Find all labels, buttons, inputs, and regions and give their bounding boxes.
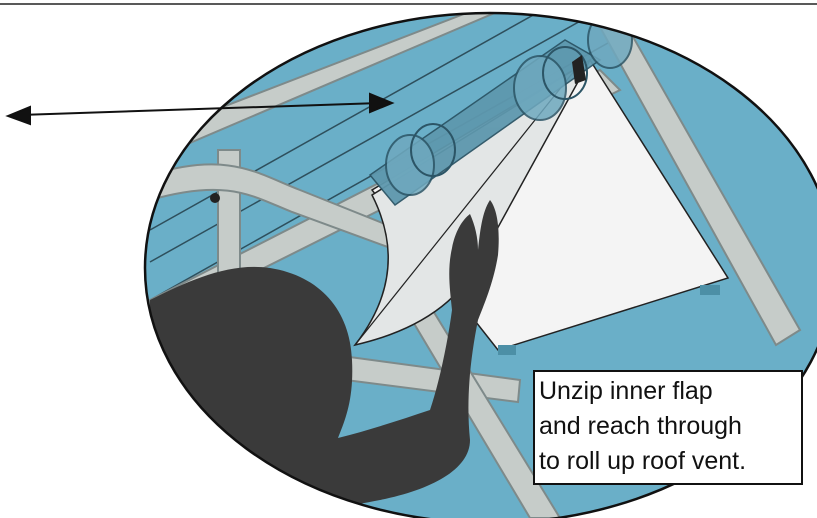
instruction-line-3: to roll up roof vent. [539, 444, 795, 479]
instruction-line-2: and reach through [539, 409, 795, 444]
instruction-line-1: Unzip inner flap [539, 374, 795, 409]
instruction-callout: Unzip inner flap and reach through to ro… [533, 370, 803, 485]
frame-bolt [210, 193, 220, 203]
